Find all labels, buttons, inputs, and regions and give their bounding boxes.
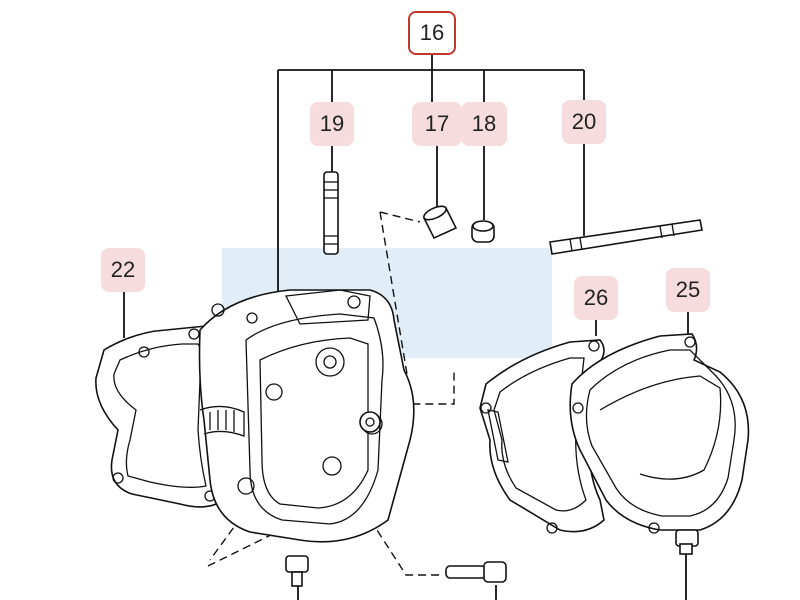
bolt-bottom-middle [445,561,507,583]
long-stud-20 [549,219,703,255]
callout-26[interactable]: 26 [574,276,618,320]
callout-25[interactable]: 25 [666,268,710,312]
callout-19[interactable]: 19 [310,102,354,146]
callout-17[interactable]: 17 [412,102,462,146]
leader-lines [123,55,689,600]
callout-20[interactable]: 20 [562,100,606,144]
dowel-pin-17 [422,205,458,240]
callout-22[interactable]: 22 [101,248,145,292]
stud-19 [323,171,339,255]
nut-on-head [359,411,381,433]
bolt-bottom-right [675,529,699,555]
bolt-bottom-left [285,555,309,587]
cylinder-head [198,289,415,543]
valve-cover-25 [569,333,750,534]
callout-16[interactable]: 16 [408,11,456,55]
callout-18[interactable]: 18 [461,102,507,146]
seal-18 [471,220,495,243]
